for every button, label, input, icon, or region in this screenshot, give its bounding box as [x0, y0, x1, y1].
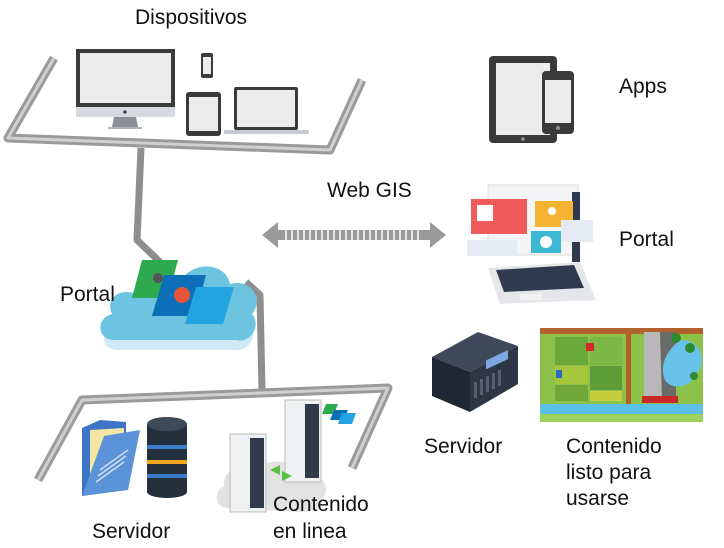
web-gis-label: Web GIS: [327, 179, 412, 202]
database-icon: [147, 417, 187, 498]
online-content-label-line1: Contenido: [273, 493, 369, 516]
portal-web-label: Portal: [619, 228, 674, 251]
cloud-servers-icon: [216, 399, 356, 513]
connector-pipe-top: [133, 147, 163, 265]
ready-content-label-line1: Contenido: [566, 435, 662, 458]
nas-server-icon: [432, 332, 518, 412]
smartphone-icon: [201, 53, 213, 78]
tablet-icon: [186, 92, 221, 136]
portal-cloud-label: Portal: [60, 283, 115, 306]
farm-map-image: [540, 328, 703, 422]
apps-devices-icon: [489, 56, 574, 143]
devices-tray: [3, 55, 367, 155]
devices-label: Dispositivos: [135, 6, 248, 29]
online-content-label: Contenido en linea: [273, 492, 369, 544]
folder-icon: [82, 420, 140, 496]
laptop-icon: [224, 87, 309, 134]
bidirectional-arrow-icon: [262, 222, 446, 248]
ready-content-label: Contenido listo para usarse: [566, 434, 662, 511]
cloud-portal-icon: [100, 260, 257, 351]
server-label-left: Servidor: [92, 520, 171, 543]
online-content-label-line2: en linea: [273, 520, 347, 543]
connector-pipe-bottom: [243, 279, 266, 391]
services-tray: [34, 383, 393, 483]
ready-content-label-line2: listo para: [566, 461, 652, 484]
server-label-right: Servidor: [424, 435, 503, 458]
ready-content-label-line3: usarse: [566, 487, 630, 510]
desktop-monitor-icon: [76, 49, 175, 129]
apps-label: Apps: [619, 75, 667, 98]
portal-laptop-icon: [467, 184, 596, 304]
